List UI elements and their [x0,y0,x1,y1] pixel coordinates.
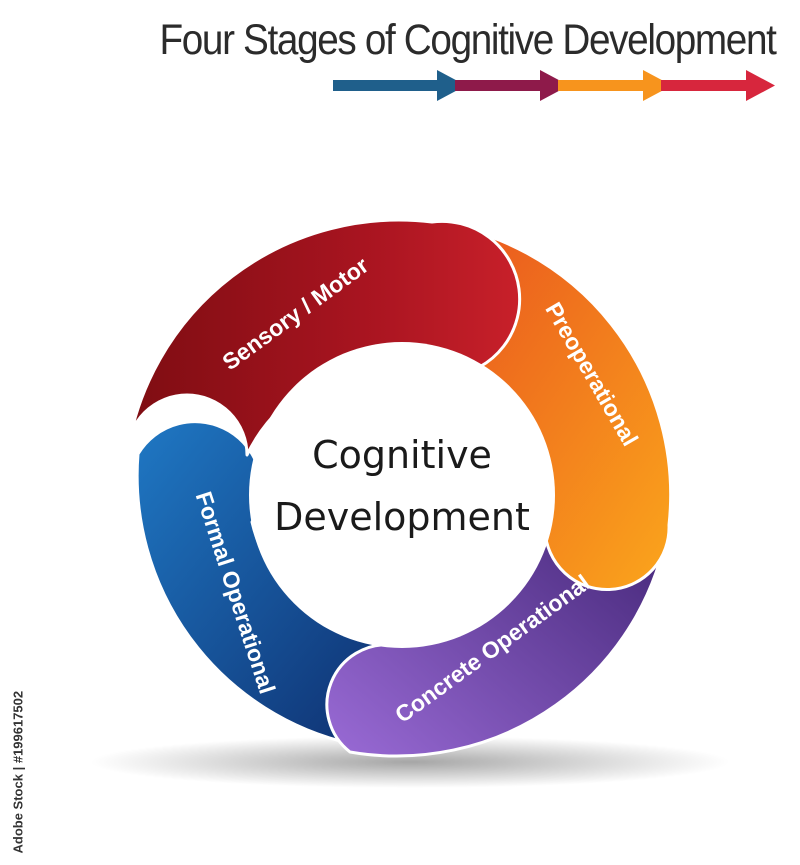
arrow-head-4 [746,70,775,101]
diagram-title: Four Stages of Cognitive Development [159,16,777,64]
ring-shadow [90,736,730,788]
arrow-head-1 [437,70,466,101]
stage-segment-sensory-motor [125,218,522,457]
arrow-shaft-3 [558,80,658,91]
arrow-head-2 [540,70,569,101]
arrow-3 [558,70,672,101]
arrow-shaft-4 [661,80,761,91]
arrow-shaft-1 [333,80,451,91]
arrow-1 [333,70,466,101]
stock-id-watermark: Adobe Stock | #199617502 [10,690,26,854]
center-title-line1: Cognitive [312,433,492,477]
center-title-line2: Development [274,495,530,539]
arrow-2 [455,70,569,101]
arrow-head-3 [643,70,672,101]
ring [125,218,673,758]
arrow-shaft-2 [455,80,555,91]
center-circle [249,342,555,648]
stage-arrows [333,70,775,101]
arrow-4 [661,70,775,101]
